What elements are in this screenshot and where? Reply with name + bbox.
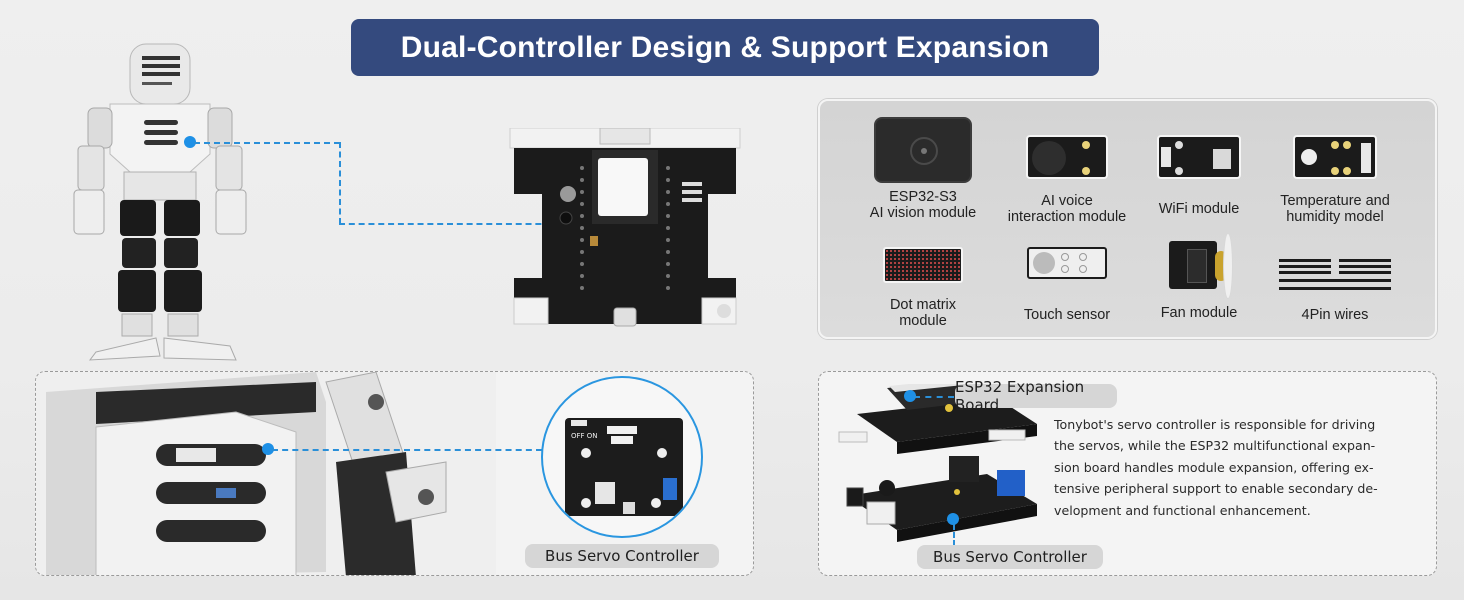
module-label: Temperature and xyxy=(1280,193,1390,209)
bus-servo-controller-callout: OFF ON xyxy=(541,376,703,538)
module-label: 4Pin wires xyxy=(1301,307,1369,323)
module-label: ESP32-S3 xyxy=(889,189,957,205)
esp32-board-image xyxy=(509,128,741,327)
touch-sensor-icon xyxy=(1027,247,1107,279)
module-label: AI vision module xyxy=(869,205,977,221)
description-line: the servos, while the ESP32 multifunctio… xyxy=(1054,438,1376,454)
humanoid-robot-image xyxy=(73,43,247,361)
wifi-module-icon xyxy=(1157,135,1241,179)
leader-line xyxy=(272,449,542,451)
dot-matrix-icon xyxy=(883,247,963,283)
label-text: Bus Servo Controller xyxy=(933,548,1087,566)
bus-servo-controller-label: Bus Servo Controller xyxy=(525,544,719,568)
bus-servo-controller-label: Bus Servo Controller xyxy=(917,545,1103,569)
module-label: AI voice xyxy=(1041,193,1093,209)
on-label: ON xyxy=(586,432,598,440)
esp32-expansion-board-label: ESP32 Expansion Board xyxy=(955,378,1117,414)
module-label: interaction module xyxy=(1007,209,1127,225)
module-item: ESP32-S3 AI vision module xyxy=(848,117,998,221)
leader-line xyxy=(339,142,341,224)
stacked-boards-image xyxy=(838,384,1037,542)
camera-module-icon xyxy=(874,117,972,183)
leader-line xyxy=(953,524,955,546)
label-text: ESP32 Expansion Board xyxy=(955,378,1085,414)
module-label: Fan module xyxy=(1160,305,1238,321)
leader-line xyxy=(914,396,954,398)
label-text: Bus Servo Controller xyxy=(545,547,699,565)
fan-module-icon xyxy=(1157,233,1241,299)
description-text: Tonybot's servo controller is responsibl… xyxy=(1054,414,1394,521)
off-label: OFF xyxy=(571,432,585,440)
module-item: Touch sensor xyxy=(992,247,1142,323)
servo-controller-closeup-panel: OFF ON Bus Servo Controller xyxy=(35,371,754,576)
description-line: Tonybot's servo controller is responsibl… xyxy=(1054,417,1376,432)
dual-controller-explainer-panel: ESP32 Expansion Board Bus Servo Controll… xyxy=(818,371,1437,576)
page-title: Dual-Controller Design & Support Expansi… xyxy=(400,30,1050,64)
wires-icon xyxy=(1279,257,1391,297)
module-item: 4Pin wires xyxy=(1260,257,1410,323)
module-label: humidity model xyxy=(1286,209,1384,225)
module-item: Temperature and humidity model xyxy=(1260,135,1410,225)
callout-dot xyxy=(904,390,916,402)
callout-dot xyxy=(262,443,274,455)
module-item: Fan module xyxy=(1124,233,1274,321)
description-line: velopment and functional enhancement. xyxy=(1054,502,1311,518)
leader-line xyxy=(194,142,340,144)
temperature-sensor-icon xyxy=(1293,135,1377,179)
module-label: WiFi module xyxy=(1158,201,1240,217)
module-item: Dot matrix module xyxy=(848,247,998,329)
module-label: Dot matrix xyxy=(889,297,957,313)
module-item: WiFi module xyxy=(1124,135,1274,217)
title-banner: Dual-Controller Design & Support Expansi… xyxy=(351,19,1099,76)
bus-servo-controller-board-image: OFF ON xyxy=(565,418,683,516)
module-label: module xyxy=(899,313,947,329)
module-label: Touch sensor xyxy=(1023,307,1111,323)
robot-torso-closeup-image xyxy=(36,372,496,575)
callout-dot xyxy=(184,136,196,148)
description-line: sion board handles module expansion, off… xyxy=(1054,459,1374,475)
expansion-modules-panel: ESP32-S3 AI vision module AI voice inter… xyxy=(818,99,1437,339)
module-item: AI voice interaction module xyxy=(992,135,1142,225)
leader-line xyxy=(339,223,561,225)
callout-dot xyxy=(947,513,959,525)
description-line: tensive peripheral support to enable sec… xyxy=(1054,481,1378,497)
speaker-module-icon xyxy=(1026,135,1108,179)
